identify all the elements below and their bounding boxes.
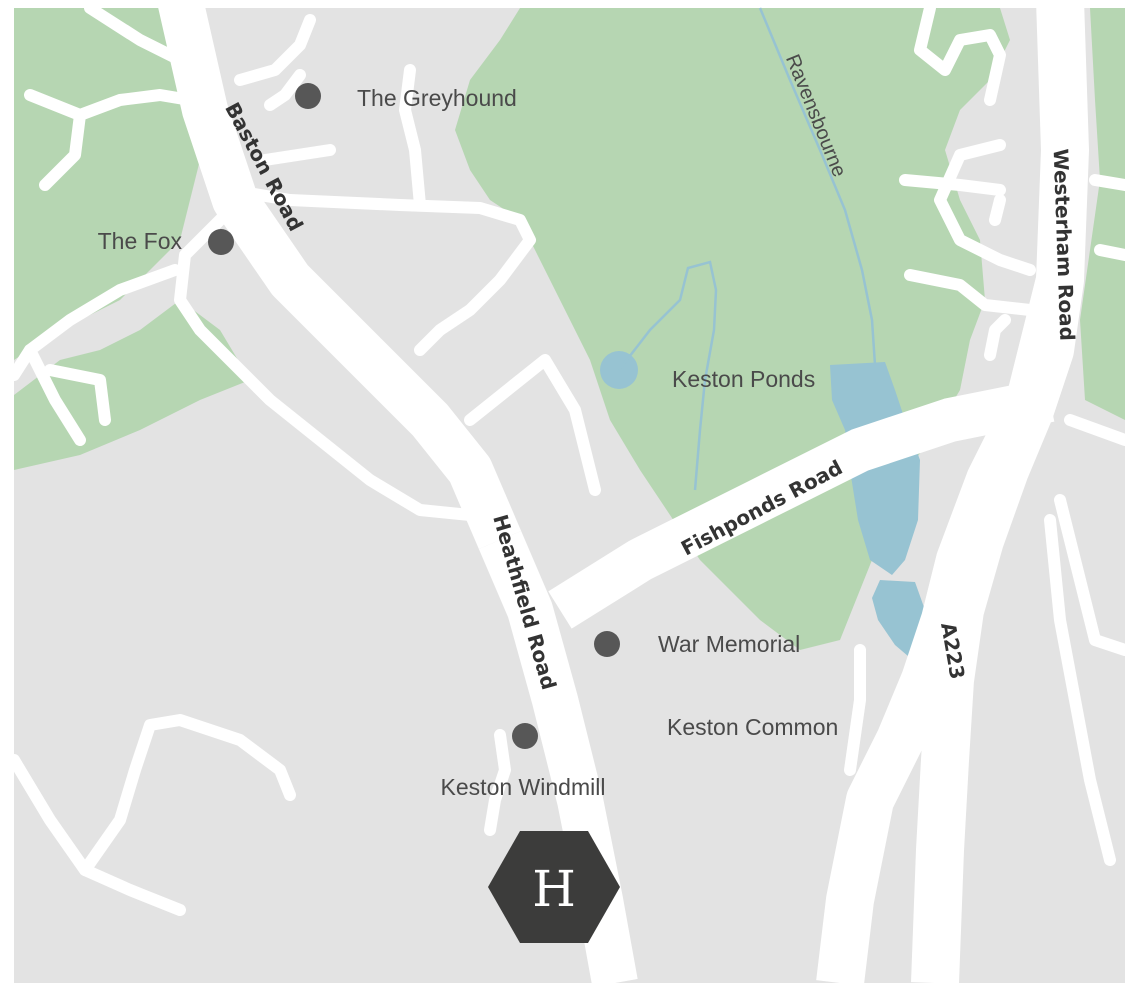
the-greyhound-marker[interactable]: The Greyhound <box>295 83 517 111</box>
map-pin-icon <box>512 723 538 749</box>
the-greyhound-label: The Greyhound <box>357 85 517 111</box>
main-roads <box>157 0 1089 983</box>
keston-ponds-label: Keston Ponds <box>672 366 815 392</box>
a223-road-line <box>816 274 1084 983</box>
the-fox-label: The Fox <box>98 228 183 254</box>
war-memorial-marker[interactable]: War Memorial <box>594 631 800 657</box>
hotel-marker[interactable]: H <box>488 831 620 943</box>
minor-roads <box>8 2 1131 916</box>
the-fox-marker[interactable]: The Fox <box>98 228 234 255</box>
fishponds-road-line <box>548 378 1055 629</box>
baston-road-line <box>157 0 522 550</box>
hotel-hexagon-icon <box>488 831 620 943</box>
map-pin-icon <box>594 631 620 657</box>
keston-windmill-label: Keston Windmill <box>441 774 606 800</box>
war-memorial-label: War Memorial <box>658 631 800 657</box>
map-pin-icon <box>295 83 321 109</box>
map-pin-icon <box>208 229 234 255</box>
river-lines <box>618 7 877 491</box>
hotel-letter: H <box>532 860 576 918</box>
keston-common-label: Keston Common <box>667 714 838 740</box>
keston-windmill-marker[interactable]: Keston Windmill <box>441 723 606 800</box>
